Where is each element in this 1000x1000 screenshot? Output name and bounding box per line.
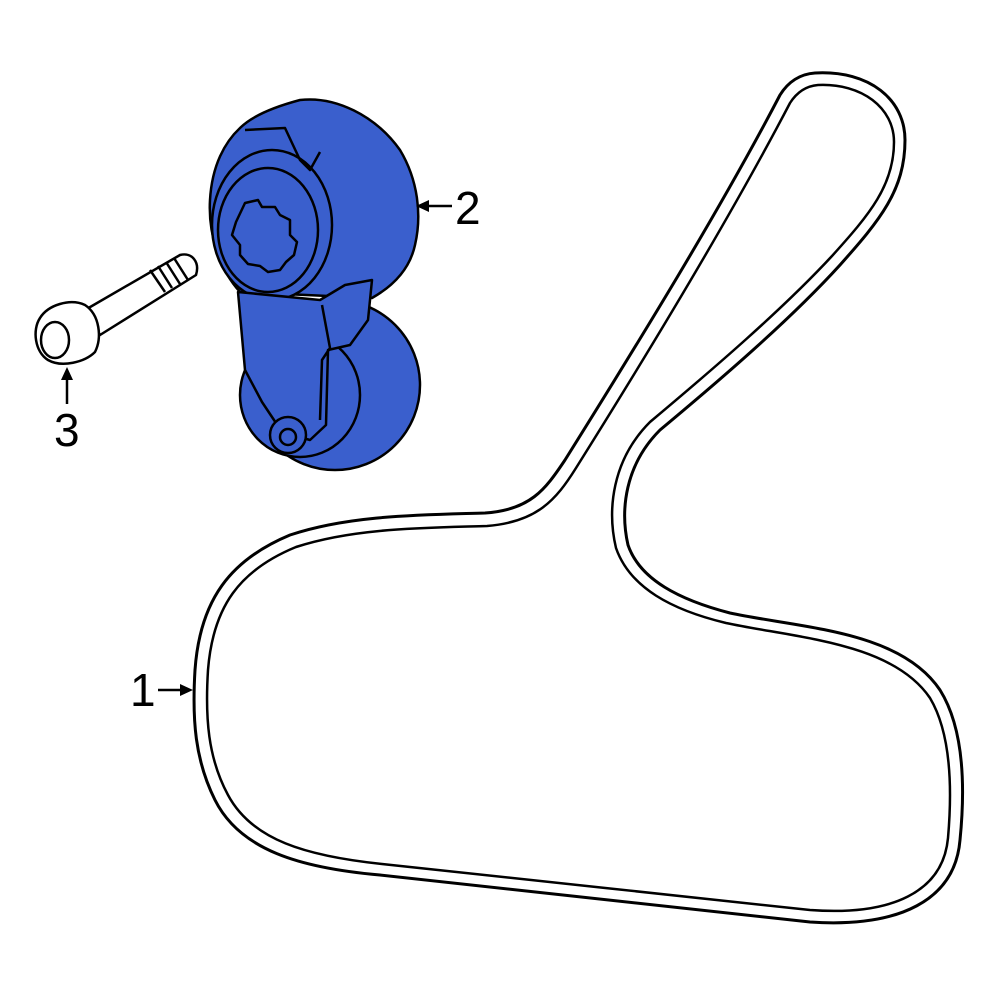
upper-housing-notch (244, 126, 322, 172)
callout-1-number: 1 (130, 664, 156, 716)
callout-2: 2 (416, 182, 481, 234)
bolt (34, 253, 199, 365)
belt-tensioner (208, 98, 422, 472)
tensioner-arm-ridge (318, 304, 332, 421)
upper-pulley-spline-hub (230, 198, 299, 274)
bolt-thread-2 (156, 265, 174, 289)
bolt-thread-4 (172, 257, 190, 281)
callout-1-arrowhead (180, 684, 193, 696)
callout-3: 3 (54, 367, 80, 456)
callout-1: 1 (130, 664, 193, 716)
bolt-socket (39, 320, 71, 360)
callout-3-arrowhead (61, 367, 73, 380)
callout-3-number: 3 (54, 404, 80, 456)
belt-outer-edge (192, 71, 965, 925)
bolt-shank (83, 253, 199, 337)
bolt-thread-1 (148, 269, 167, 293)
belt-inner-edge (205, 83, 952, 913)
serpentine-belt (192, 71, 965, 925)
bolt-thread-3 (164, 261, 182, 285)
pivot-hole (278, 427, 298, 447)
callout-2-arrowhead (416, 200, 429, 212)
callout-2-number: 2 (455, 182, 481, 234)
